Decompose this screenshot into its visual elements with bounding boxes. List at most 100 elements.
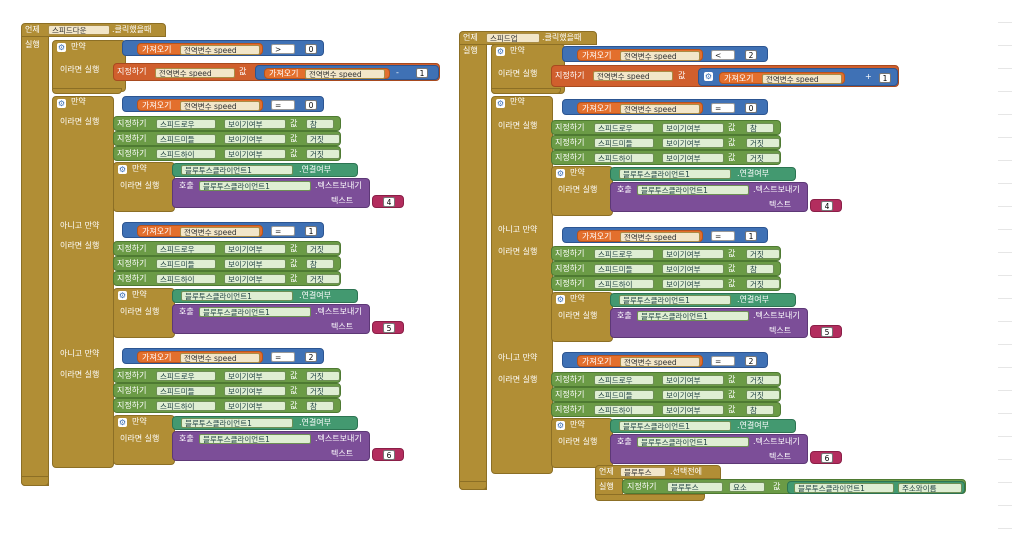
text-value[interactable]: 5 <box>383 323 395 333</box>
gear-icon[interactable]: ⚙ <box>57 99 66 108</box>
property-dropdown[interactable]: 보이기여부 <box>662 390 724 400</box>
gear-icon[interactable]: ⚙ <box>496 47 505 56</box>
property-dropdown[interactable]: 요소 <box>729 482 765 492</box>
set-visible-block[interactable]: 지정하기 스피드로우 보이기여부 값 참 <box>113 116 341 131</box>
event-component-dropdown[interactable]: 스피드업 <box>486 33 540 43</box>
component-dropdown[interactable]: 블루투스클라이언트1 <box>199 181 311 191</box>
set-visible-block[interactable]: 지정하기 스피드하이 보이기여부 값 참 <box>113 398 341 413</box>
component-dropdown[interactable]: 스피드미들 <box>156 259 216 269</box>
set-visible-block[interactable]: 지정하기 스피드로우 보이기여부 값 참 <box>551 120 781 135</box>
operator-dropdown[interactable]: = <box>711 103 735 113</box>
set-visible-block[interactable]: 지정하기 스피드미들 보이기여부 값 거짓 <box>113 383 341 398</box>
boolean-dropdown[interactable]: 참 <box>746 123 774 133</box>
component-dropdown[interactable]: 블루투스클라이언트1 <box>181 165 293 175</box>
boolean-dropdown[interactable]: 참 <box>746 264 774 274</box>
component-dropdown[interactable]: 블루투스클라이언트1 <box>637 437 749 447</box>
property-dropdown[interactable]: 주소와이름 <box>898 483 962 493</box>
gear-icon[interactable]: ⚙ <box>496 99 505 108</box>
number-input[interactable]: 2 <box>745 50 757 60</box>
component-dropdown[interactable]: 블루투스클라이언트1 <box>619 421 731 431</box>
number-input[interactable]: 2 <box>305 352 317 362</box>
property-dropdown[interactable]: 보이기여부 <box>224 149 286 159</box>
set-visible-block[interactable]: 지정하기 스피드미들 보이기여부 값 참 <box>113 256 341 271</box>
gear-icon[interactable]: ⚙ <box>556 295 565 304</box>
boolean-dropdown[interactable]: 거짓 <box>306 386 340 396</box>
boolean-dropdown[interactable]: 거짓 <box>306 274 340 284</box>
gear-icon[interactable]: ⚙ <box>118 165 127 174</box>
set-elements-block[interactable]: 지정하기 블루투스 요소 값 블루투스클라이언트1 주소와이름 <box>622 479 966 494</box>
get-variable-block[interactable]: 가져오기 전역변수 speed <box>137 43 263 55</box>
component-dropdown[interactable]: 스피드로우 <box>594 123 654 133</box>
text-literal-block[interactable]: 5 <box>372 321 404 334</box>
set-visible-block[interactable]: 지정하기 스피드미들 보이기여부 값 거짓 <box>551 387 781 402</box>
event-speed-down-click[interactable]: 언제 스피드다운 .클릭했을때 <box>21 23 166 37</box>
variable-dropdown[interactable]: 전역변수 speed <box>620 51 700 61</box>
number-input[interactable]: 1 <box>745 231 757 241</box>
call-send-text-block[interactable]: 호출 블루투스클라이언트1 .텍스트보내기 텍스트 <box>172 431 370 461</box>
gear-icon[interactable]: ⚙ <box>57 43 66 52</box>
component-dropdown[interactable]: 스피드로우 <box>156 371 216 381</box>
operator-dropdown[interactable]: = <box>271 352 295 362</box>
if-block[interactable]: ⚙ 만약 이라면 실행 <box>113 415 175 465</box>
variable-dropdown[interactable]: 전역변수 speed <box>180 353 260 363</box>
property-dropdown[interactable]: 보이기여부 <box>662 153 724 163</box>
set-visible-block[interactable]: 지정하기 스피드하이 보이기여부 값 참 <box>551 402 781 417</box>
if-block[interactable]: ⚙ 만약 이라면 실행 <box>113 162 175 212</box>
component-dropdown[interactable]: 블루투스클라이언트1 <box>619 169 731 179</box>
set-visible-block[interactable]: 지정하기 스피드하이 보이기여부 값 거짓 <box>113 271 341 286</box>
text-literal-block[interactable]: 6 <box>810 451 842 464</box>
gear-icon[interactable]: ⚙ <box>556 169 565 178</box>
component-dropdown[interactable]: 스피드하이 <box>594 279 654 289</box>
get-variable-block[interactable]: 가져오기 전역변수 speed <box>137 225 263 237</box>
event-component-dropdown[interactable]: 스피드다운 <box>48 25 110 35</box>
get-variable-block[interactable]: 가져오기 전역변수 speed <box>137 99 263 111</box>
workspace-scroll-gutter[interactable] <box>998 0 1012 543</box>
variable-dropdown[interactable]: 전역변수 speed <box>762 74 842 84</box>
event-bluetooth-before-picking[interactable]: 언제 블루투스 .선택전에 <box>595 465 721 479</box>
operator-dropdown[interactable]: = <box>711 231 735 241</box>
text-value[interactable]: 5 <box>821 327 833 337</box>
gear-icon[interactable]: ⚙ <box>118 291 127 300</box>
call-send-text-block[interactable]: 호출 블루투스클라이언트1 .텍스트보내기 텍스트 <box>610 182 808 212</box>
get-variable-block[interactable]: 가져오기 전역변수 speed <box>577 230 703 242</box>
operator-dropdown[interactable]: > <box>271 44 295 54</box>
set-visible-block[interactable]: 지정하기 스피드미들 보이기여부 값 거짓 <box>113 131 341 146</box>
event-speed-up-click[interactable]: 언제 스피드업 .클릭했을때 <box>459 31 597 45</box>
component-dropdown[interactable]: 블루투스클라이언트1 <box>181 291 293 301</box>
text-literal-block[interactable]: 5 <box>810 325 842 338</box>
variable-dropdown[interactable]: 전역변수 speed <box>620 104 700 114</box>
compare-block[interactable]: 가져오기 전역변수 speed = 0 <box>562 99 768 115</box>
component-dropdown[interactable]: 블루투스클라이언트1 <box>794 483 894 493</box>
variable-dropdown[interactable]: 전역변수 speed <box>620 232 700 242</box>
property-dropdown[interactable]: 보이기여부 <box>662 249 724 259</box>
text-value[interactable]: 6 <box>383 450 395 460</box>
property-dropdown[interactable]: 보이기여부 <box>224 274 286 284</box>
compare-block[interactable]: 가져오기 전역변수 speed = 0 <box>122 96 324 112</box>
text-literal-block[interactable]: 4 <box>372 195 404 208</box>
component-dropdown[interactable]: 스피드미들 <box>594 138 654 148</box>
bt-is-connected-block[interactable]: 블루투스클라이언트1 .연결여부 <box>610 293 796 307</box>
operator-dropdown[interactable]: = <box>271 100 295 110</box>
component-dropdown[interactable]: 스피드하이 <box>156 149 216 159</box>
boolean-dropdown[interactable]: 거짓 <box>746 153 780 163</box>
number-input[interactable]: 0 <box>745 103 757 113</box>
set-visible-block[interactable]: 지정하기 스피드미들 보이기여부 값 참 <box>551 261 781 276</box>
bt-is-connected-block[interactable]: 블루투스클라이언트1 .연결여부 <box>172 163 358 177</box>
operator-dropdown[interactable]: < <box>711 50 735 60</box>
boolean-dropdown[interactable]: 거짓 <box>746 375 780 385</box>
set-visible-block[interactable]: 지정하기 스피드미들 보이기여부 값 거짓 <box>551 135 781 150</box>
property-dropdown[interactable]: 보이기여부 <box>662 264 724 274</box>
call-send-text-block[interactable]: 호출 블루투스클라이언트1 .텍스트보내기 텍스트 <box>172 304 370 334</box>
boolean-dropdown[interactable]: 거짓 <box>746 249 780 259</box>
component-dropdown[interactable]: 블루투스클라이언트1 <box>199 434 311 444</box>
variable-dropdown[interactable]: 전역변수 speed <box>620 357 700 367</box>
text-value[interactable]: 4 <box>383 197 395 207</box>
property-dropdown[interactable]: 보이기여부 <box>662 279 724 289</box>
if-block[interactable]: ⚙ 만약 이라면 실행 <box>551 292 613 342</box>
component-dropdown[interactable]: 스피드하이 <box>156 274 216 284</box>
number-input[interactable]: 1 <box>879 73 891 83</box>
operator-dropdown[interactable]: = <box>711 356 735 366</box>
boolean-dropdown[interactable]: 참 <box>746 405 774 415</box>
compare-block[interactable]: 가져오기 전역변수 speed = 2 <box>562 352 768 368</box>
